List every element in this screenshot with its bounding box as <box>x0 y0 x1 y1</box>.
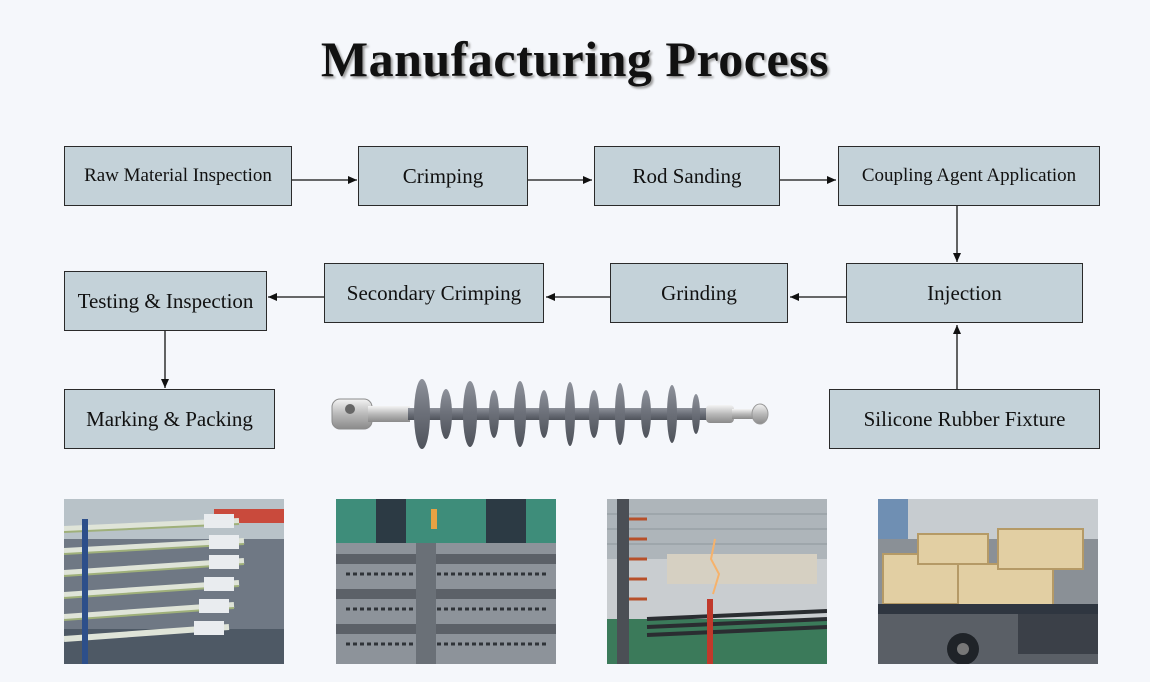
photo-test-hall <box>607 499 827 664</box>
step-testing-inspection: Testing & Inspection <box>64 271 267 331</box>
step-label: Crimping <box>402 163 484 188</box>
photo-injection-mold <box>336 499 556 664</box>
step-label: Testing & Inspection <box>77 288 254 313</box>
step-marking-packing: Marking & Packing <box>64 389 275 449</box>
step-rod-sanding: Rod Sanding <box>594 146 780 206</box>
step-label: Marking & Packing <box>86 406 253 431</box>
composite-insulator-image <box>331 379 769 449</box>
step-label: Injection <box>927 280 1002 305</box>
step-coupling-agent-application: Coupling Agent Application <box>838 146 1100 206</box>
step-grinding: Grinding <box>610 263 788 323</box>
step-label: Grinding <box>661 280 737 305</box>
step-secondary-crimping: Secondary Crimping <box>324 263 544 323</box>
step-label: Silicone Rubber Fixture <box>863 406 1066 431</box>
step-label: Raw Material Inspection <box>84 165 272 186</box>
step-label: Secondary Crimping <box>346 280 522 305</box>
step-label: Coupling Agent Application <box>861 165 1077 186</box>
photo-rod-rack <box>64 499 284 664</box>
photo-packed-crates <box>878 499 1098 664</box>
step-silicone-rubber-fixture: Silicone Rubber Fixture <box>829 389 1100 449</box>
page-title: Manufacturing Process <box>320 31 830 87</box>
step-label: Rod Sanding <box>632 163 742 188</box>
step-raw-material-inspection: Raw Material Inspection <box>64 146 292 206</box>
step-injection: Injection <box>846 263 1083 323</box>
step-crimping: Crimping <box>358 146 528 206</box>
